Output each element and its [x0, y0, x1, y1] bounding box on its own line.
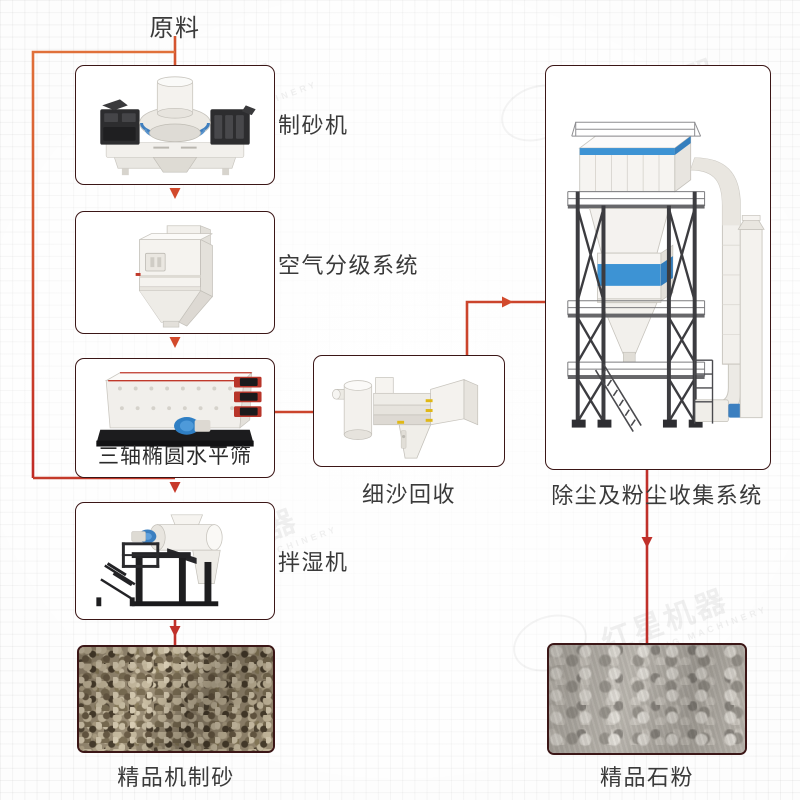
fine-sand-recovery-icon: [314, 356, 504, 466]
node-dust-collection-system[interactable]: [545, 65, 771, 470]
node-label-sand-making-machine: 制砂机: [278, 113, 349, 138]
node-triaxial-horizontal-screen[interactable]: 三轴椭圆水平筛: [75, 358, 275, 478]
node-label-air-classifier: 空气分级系统: [278, 253, 420, 278]
sand-pile-photo: [79, 647, 273, 751]
node-label-wet-mixer: 拌湿机: [278, 550, 349, 575]
arrowhead-icon: [169, 482, 181, 493]
node-air-classifier[interactable]: [75, 211, 275, 334]
arrowhead-icon: [169, 626, 181, 637]
node-fine-sand-recovery[interactable]: [313, 355, 505, 467]
baghouse-dust-collector-icon: [546, 66, 770, 469]
node-label-finished-stone-powder: 精品石粉: [599, 765, 695, 790]
vsi-crusher-icon: [76, 66, 274, 184]
page-title: 原料: [149, 15, 201, 42]
wet-mixer-icon: [76, 503, 274, 619]
node-finished-machine-sand[interactable]: [77, 645, 275, 753]
arrowhead-icon: [169, 188, 181, 199]
arrowhead-icon: [641, 537, 653, 548]
node-label-fine-sand-recovery: 细沙回收: [361, 482, 457, 507]
node-wet-mixer[interactable]: [75, 502, 275, 620]
node-label-dust-collection-system: 除尘及粉尘收集系统: [551, 483, 763, 508]
node-finished-stone-powder[interactable]: [547, 643, 747, 755]
node-label-finished-machine-sand: 精品机制砂: [117, 765, 235, 790]
arrowhead-icon: [502, 296, 513, 308]
arrowhead-icon: [169, 337, 181, 348]
node-label-triaxial-horizontal-screen: 三轴椭圆水平筛: [98, 445, 252, 468]
node-sand-making-machine[interactable]: [75, 65, 275, 185]
stone-powder-photo: [549, 645, 745, 753]
air-classifier-icon: [76, 212, 274, 333]
